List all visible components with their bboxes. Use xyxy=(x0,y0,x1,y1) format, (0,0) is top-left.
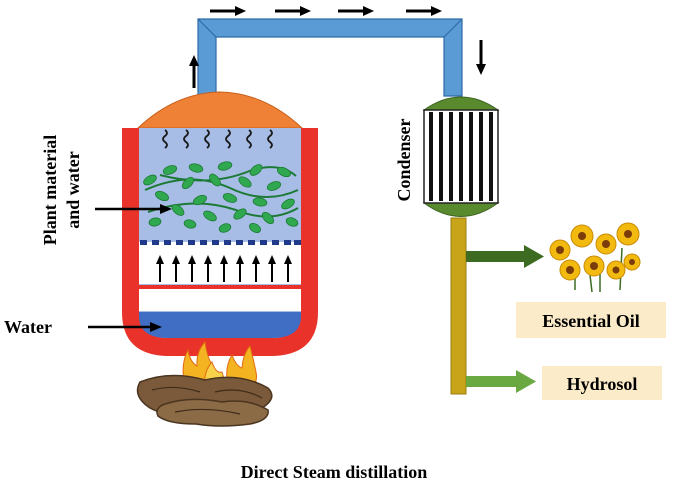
wood-log-icon xyxy=(156,398,269,427)
hydrosol-box xyxy=(542,366,662,400)
arrow-icon xyxy=(476,40,486,75)
leaf-icon xyxy=(188,163,204,173)
leaf-icon xyxy=(155,190,169,202)
flower-icon xyxy=(606,260,626,280)
leaf-icon xyxy=(183,219,197,229)
flower-icon xyxy=(623,253,641,271)
flower-icon xyxy=(616,222,640,246)
steam-wave-icon xyxy=(183,129,189,149)
steam-wave-icon xyxy=(162,129,168,149)
essential-oil-box xyxy=(516,302,666,338)
condenser-label: Condenser xyxy=(394,118,414,201)
arrow-icon xyxy=(189,55,199,88)
arrow-icon xyxy=(406,6,442,16)
arrow-icon xyxy=(284,255,292,282)
leaf-icon xyxy=(193,194,207,206)
leaf-icon xyxy=(277,166,291,178)
leaf-icon xyxy=(233,208,247,220)
essential-oil-label: Essential Oil xyxy=(542,311,640,331)
flowers xyxy=(549,222,641,293)
arrow-icon xyxy=(156,255,164,282)
steam-wave-icon xyxy=(225,129,231,149)
flower-icon xyxy=(583,255,605,277)
label-pointers xyxy=(88,204,172,332)
leaf-icon xyxy=(222,193,238,203)
arrow-icon xyxy=(188,255,196,282)
arrow-icon xyxy=(220,255,228,282)
arrow-icon xyxy=(210,6,246,16)
flower-icon xyxy=(570,224,594,248)
leaf-icon xyxy=(203,210,217,222)
leaf-icon xyxy=(285,217,299,227)
leaf-icon xyxy=(266,181,282,191)
arrow-icon xyxy=(172,255,180,282)
leaf-icon xyxy=(261,211,275,225)
leaf-icon xyxy=(171,204,185,216)
leaf-icon xyxy=(181,176,195,190)
distillation-vessel xyxy=(122,91,318,356)
arrow-icon xyxy=(88,322,162,332)
leaf-icon xyxy=(281,198,295,210)
heat-source xyxy=(136,340,273,427)
leaf-icon xyxy=(249,223,261,233)
flower-icon xyxy=(559,259,581,281)
perforated-plate xyxy=(140,240,301,245)
steam-waves xyxy=(162,129,273,149)
condenser xyxy=(422,96,500,217)
leaf-icon xyxy=(218,223,232,233)
steam-wave-icon xyxy=(204,129,210,149)
hydrosol-label: Hydrosol xyxy=(567,374,638,394)
flower-icon xyxy=(595,233,617,255)
upward-steam-arrows xyxy=(156,255,292,282)
flower-icon xyxy=(549,239,571,261)
essential-oil-arrow xyxy=(466,245,544,268)
arrow-icon xyxy=(275,6,311,16)
arrow-icon xyxy=(338,6,374,16)
plant-material-label-line1: Plant material xyxy=(40,135,60,245)
flow-arrows xyxy=(189,6,486,88)
arrow-icon xyxy=(236,255,244,282)
arrow-icon xyxy=(204,255,212,282)
outlet-pipe xyxy=(450,217,467,395)
hydrosol-arrow xyxy=(466,370,536,393)
leaf-icon xyxy=(143,174,157,186)
leaf-icon xyxy=(238,176,252,188)
leaf-icon xyxy=(162,165,178,175)
plant-material xyxy=(143,161,299,233)
leaf-icon xyxy=(148,217,162,227)
steam-wave-icon xyxy=(246,129,252,149)
water-body xyxy=(139,312,301,338)
water-label: Water xyxy=(4,317,52,337)
condenser-tubes xyxy=(429,112,493,201)
plant-material-label-line2: and water xyxy=(63,151,83,229)
diagram-caption: Direct Steam distillation xyxy=(241,462,428,482)
leaf-icon xyxy=(209,173,221,187)
leaf-icon xyxy=(252,197,268,207)
steam-wave-icon xyxy=(267,129,273,149)
leaf-icon xyxy=(217,161,233,171)
arrow-icon xyxy=(268,255,276,282)
leaf-icon xyxy=(249,164,263,176)
arrow-icon xyxy=(252,255,260,282)
arrow-icon xyxy=(95,204,172,214)
